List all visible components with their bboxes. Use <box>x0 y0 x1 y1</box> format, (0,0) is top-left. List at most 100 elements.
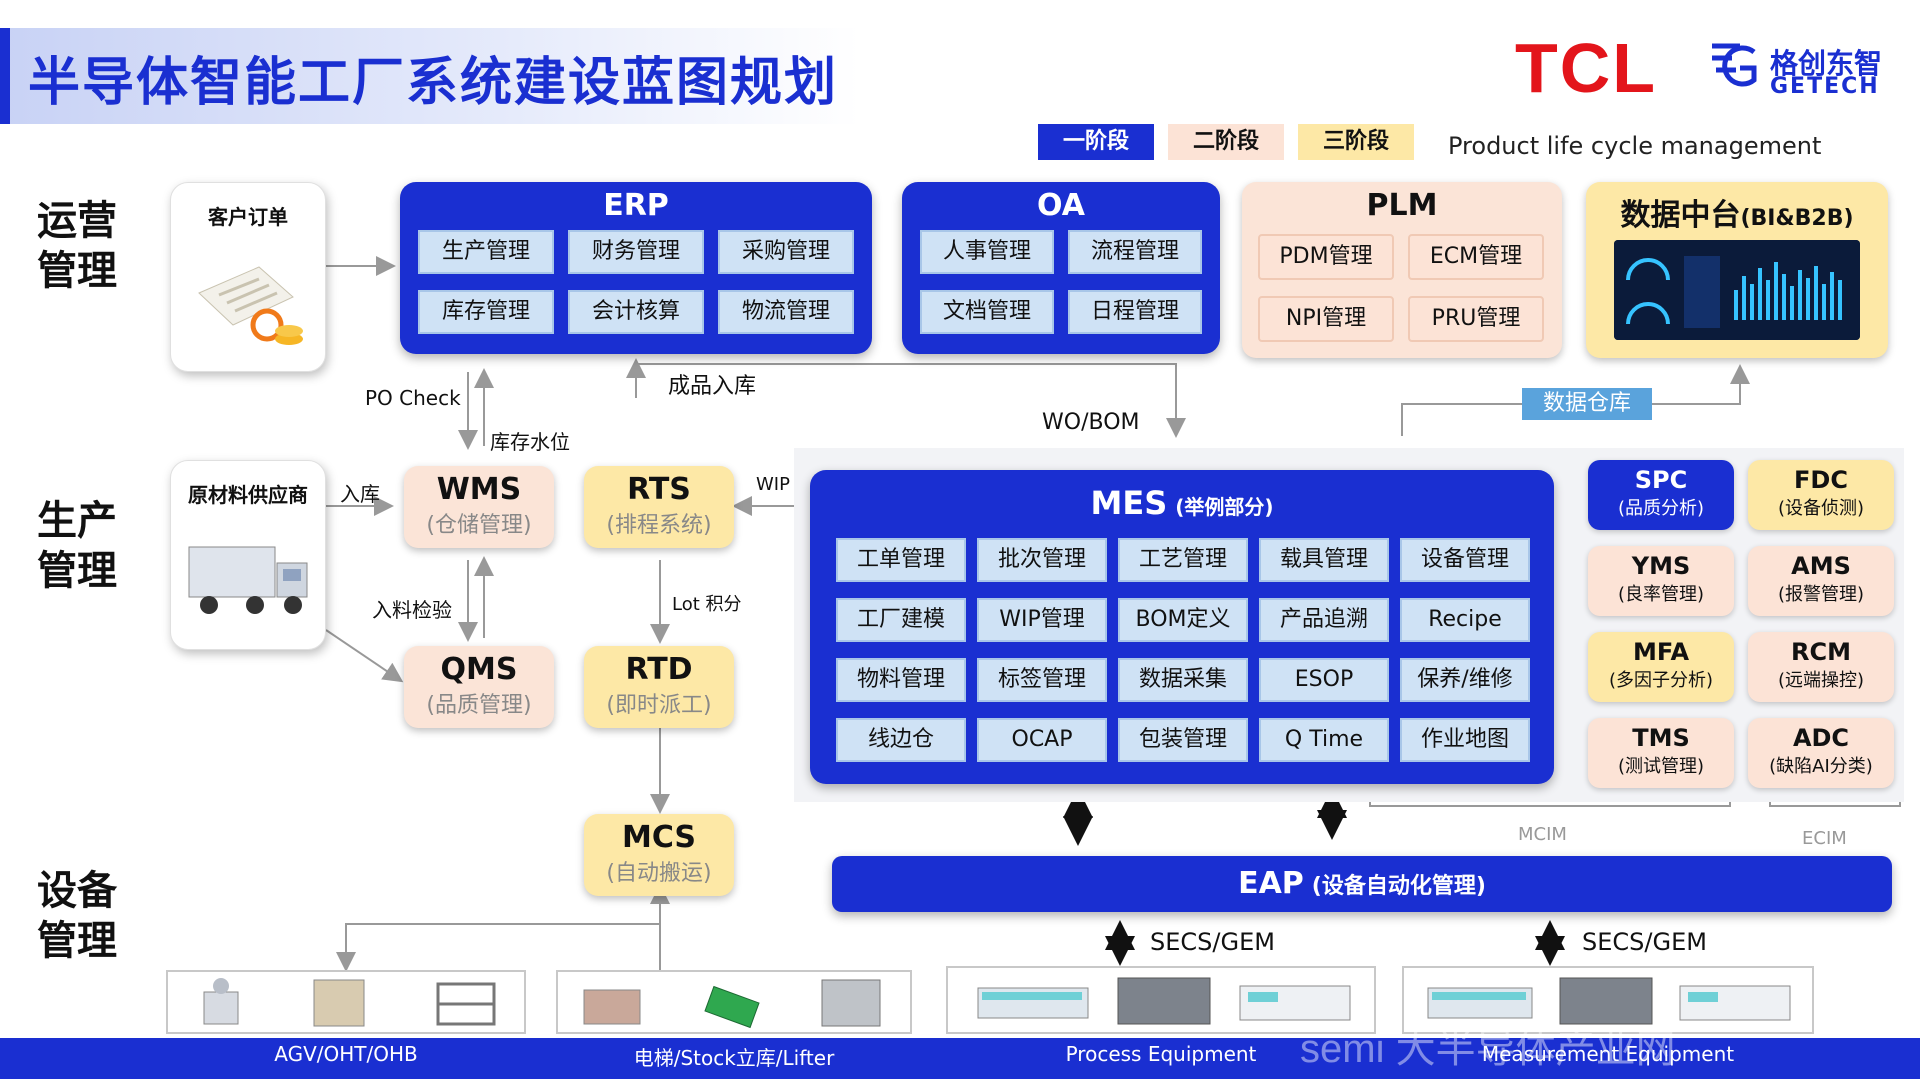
side-system-box: FDC(设备侦测) <box>1748 460 1894 530</box>
eap-subtitle: (设备自动化管理) <box>1311 874 1486 899</box>
label-lot-points: Lot 积分 <box>672 594 742 615</box>
supplier-card: 原材料供应商 <box>170 460 326 650</box>
label-incoming-check: 入料检验 <box>372 598 452 622</box>
erp-item: 生产管理 <box>418 230 554 274</box>
bottom-bar <box>0 1038 1920 1079</box>
truck-icon <box>188 546 308 614</box>
watermark: semi 大半导体产业网 <box>1300 1027 1676 1071</box>
stocker-lifter-icon <box>583 979 881 1029</box>
qms-name: QMS <box>440 652 518 687</box>
supplier-title: 原材料供应商 <box>188 483 308 507</box>
label-inbound: 入库 <box>340 482 380 506</box>
equipment-label-stocker: 电梯/Stock立库/Lifter <box>633 1046 835 1070</box>
rtd-name: RTD <box>625 652 693 687</box>
order-document-icon <box>198 266 303 345</box>
label-wo-bom: WO/BOM <box>1042 410 1140 435</box>
process-equipment-icon <box>977 977 1351 1025</box>
wms-name: WMS <box>436 472 522 507</box>
side-system-name: MFA <box>1632 638 1690 666</box>
side-system-box: ADC (缺陷AI分类) <box>1748 718 1894 788</box>
getech-logo-en: GETECH <box>1770 74 1880 99</box>
qms-desc: (品质管理) <box>426 693 532 718</box>
eap-title: EAP <box>1238 866 1304 901</box>
rts-box: RTS (排程系统) <box>584 466 734 548</box>
mes-item: 产品追溯 <box>1259 598 1389 642</box>
side-system-desc: (多因子分析) <box>1608 670 1714 691</box>
data-center-title: 数据中台 <box>1620 198 1741 233</box>
side-system-name: ADC <box>1792 724 1850 752</box>
side-system-box: TMS (测试管理) <box>1588 718 1734 788</box>
erp-item: 库存管理 <box>418 290 554 334</box>
title-bar <box>0 28 860 124</box>
plm-item: ECM管理 <box>1408 234 1544 280</box>
mes-item: WIP管理 <box>977 598 1107 642</box>
mes-heading: MES (举例部分) <box>810 484 1554 522</box>
mes-subtitle: (举例部分) <box>1175 495 1274 519</box>
data-warehouse-badge: 数据仓库 <box>1522 388 1652 420</box>
plc-caption: Product life cycle management <box>1448 132 1822 160</box>
label-po-check: PO Check <box>365 386 461 410</box>
label-ecim: ECIM <box>1802 828 1847 849</box>
mes-item: 标签管理 <box>977 658 1107 702</box>
side-label-operations: 运营 管理 <box>37 198 117 294</box>
mes-item: 工单管理 <box>836 538 966 582</box>
mcs-box: MCS (自动搬运) <box>584 814 734 896</box>
side-system-name: TMS <box>1632 724 1690 752</box>
plm-item: NPI管理 <box>1258 296 1394 342</box>
plm-item: PRU管理 <box>1408 296 1544 342</box>
equipment-process-box <box>946 966 1376 1034</box>
side-system-name: SPC <box>1634 466 1688 494</box>
page-title: 半导体智能工厂系统建设蓝图规划 <box>28 53 839 113</box>
dashboard-chart-icon <box>1614 240 1860 340</box>
data-center-box: 数据中台(BI&B2B) <box>1586 182 1888 358</box>
mes-item: 数据采集 <box>1118 658 1248 702</box>
getech-logo-cn: 格创东智 <box>1770 47 1883 80</box>
tcl-logo: TCL <box>1515 29 1658 107</box>
oa-item: 日程管理 <box>1068 290 1202 334</box>
side-system-desc: (缺陷AI分类) <box>1769 756 1873 777</box>
label-stock-level: 库存水位 <box>490 430 570 454</box>
mes-title: MES <box>1090 484 1168 522</box>
wms-box: WMS (仓储管理) <box>404 466 554 548</box>
mes-item: 工厂建模 <box>836 598 966 642</box>
equipment-label-agv: AGV/OHT/OHB <box>274 1042 418 1066</box>
side-label-equipment: 设备 管理 <box>37 868 117 964</box>
getech-logo-icon <box>1712 43 1757 87</box>
mes-item: 设备管理 <box>1400 538 1530 582</box>
plm-title: PLM <box>1366 188 1438 223</box>
mes-item: 线边仓 <box>836 718 966 762</box>
equipment-stocker-box <box>556 970 912 1034</box>
measurement-equipment-icon <box>1427 977 1791 1025</box>
side-system-name: AMS <box>1791 552 1851 580</box>
mcs-name: MCS <box>621 820 697 855</box>
erp-item: 物流管理 <box>718 290 854 334</box>
side-system-box: RCM(远端操控) <box>1748 632 1894 702</box>
erp-item: 会计核算 <box>568 290 704 334</box>
rts-desc: (排程系统) <box>606 513 712 538</box>
side-system-name: YMS <box>1631 552 1691 580</box>
erp-box: ERP 生产管理财务管理采购管理库存管理会计核算物流管理 <box>400 182 872 354</box>
rtd-box: RTD (即时派工) <box>584 646 734 728</box>
mes-item: Q Time <box>1259 718 1389 762</box>
label-wip: WIP <box>756 474 790 495</box>
side-system-box: MFA (多因子分析) <box>1588 632 1734 702</box>
oa-item: 流程管理 <box>1068 230 1202 274</box>
oa-item: 人事管理 <box>920 230 1054 274</box>
side-system-desc: (设备侦测) <box>1777 498 1865 519</box>
mes-item: 保养/维修 <box>1400 658 1530 702</box>
equipment-label-process: Process Equipment <box>1065 1042 1257 1066</box>
side-system-desc: (测试管理) <box>1617 756 1705 777</box>
label-mcim: MCIM <box>1518 824 1567 845</box>
rtd-desc: (即时派工) <box>606 693 712 718</box>
side-label-production: 生产 管理 <box>37 498 117 594</box>
label-secs-gem-1: SECS/GEM <box>1150 928 1275 956</box>
mes-item: Recipe <box>1400 598 1530 642</box>
oa-item: 文档管理 <box>920 290 1054 334</box>
rts-name: RTS <box>627 472 691 507</box>
mes-item: 载具管理 <box>1259 538 1389 582</box>
data-center-heading: 数据中台(BI&B2B) <box>1586 190 1888 234</box>
mes-item: 工艺管理 <box>1118 538 1248 582</box>
label-finished-in: 成品入库 <box>668 374 757 399</box>
label-secs-gem-2: SECS/GEM <box>1582 928 1707 956</box>
